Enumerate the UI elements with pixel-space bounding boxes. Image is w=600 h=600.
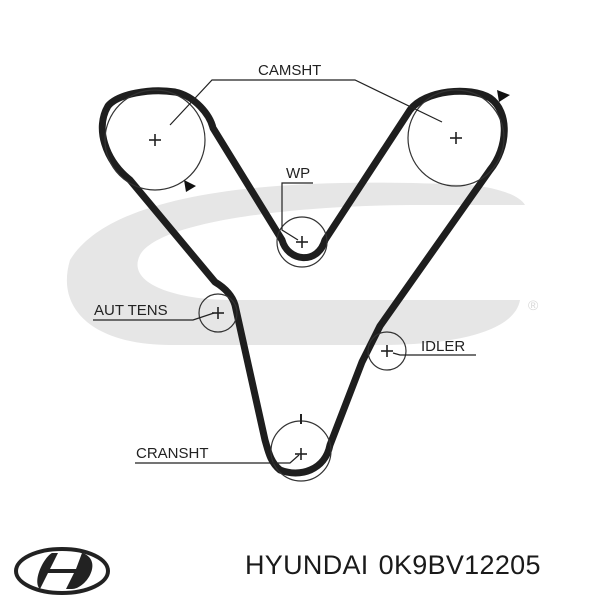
registered-mark: ® — [528, 297, 539, 313]
auto-tensioner-label: AUT TENS — [94, 302, 168, 319]
camshaft-pulley-right — [407, 89, 505, 187]
water-pump-label: WP — [286, 165, 310, 182]
hyundai-logo-icon — [14, 547, 110, 595]
direction-arrow-icon — [184, 180, 196, 192]
gates-watermark: ® — [66, 182, 539, 345]
center-plus-icon — [450, 132, 462, 144]
timing-belt — [98, 87, 508, 477]
center-plus-icon — [296, 236, 308, 248]
camshaft-label: CAMSHT — [258, 62, 321, 79]
brand-name: HYUNDAI — [245, 550, 369, 580]
water-pump-pulley — [276, 216, 328, 268]
camshaft-pulley-left — [104, 89, 206, 191]
center-plus-icon — [149, 134, 161, 146]
watermark-swoosh — [66, 182, 525, 345]
part-number: 0K9BV12205 — [378, 550, 541, 580]
idler-pulley — [367, 331, 407, 371]
crankshaft-label: CRANSHT — [136, 445, 209, 462]
crankshaft-pulley — [270, 414, 332, 482]
leader-lines — [93, 79, 476, 464]
center-plus-icon — [295, 448, 307, 460]
part-info: HYUNDAI 0K9BV12205 — [245, 550, 551, 581]
direction-arrow-icon — [497, 90, 510, 102]
center-plus-icon — [381, 345, 393, 357]
idler-label: IDLER — [421, 338, 465, 355]
